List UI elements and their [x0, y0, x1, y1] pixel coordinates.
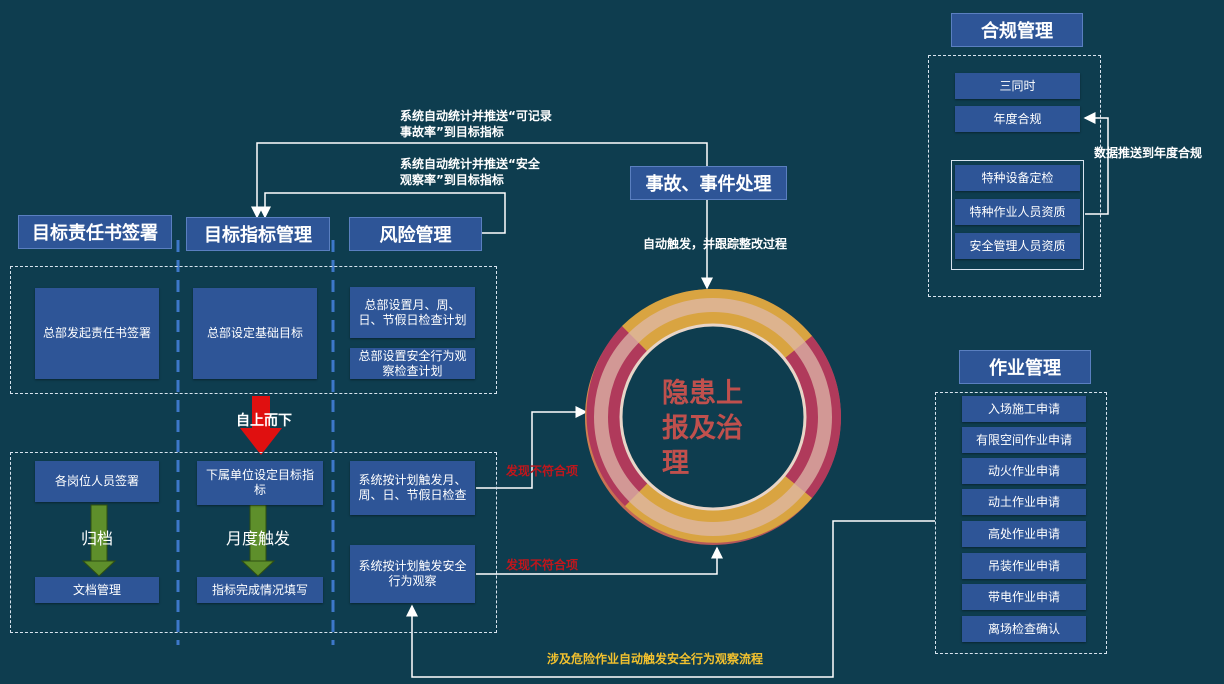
compliance-sub-item: 特种作业人员资质: [955, 199, 1080, 225]
fill-box: 指标完成情况填写: [197, 577, 323, 603]
noncompliant2-arrow: [476, 546, 723, 575]
operation-item: 入场施工申请: [962, 396, 1086, 422]
push2-arrow: [259, 192, 506, 234]
header-accident: 事故、事件处理: [630, 166, 787, 200]
center-text: 隐患上报及治理: [662, 378, 743, 480]
staff-sign-box: 各岗位人员签署: [35, 461, 159, 502]
hazard-ring: [585, 288, 841, 545]
header-compliance: 合规管理: [951, 13, 1083, 47]
compliance-sub-item: 安全管理人员资质: [955, 233, 1080, 259]
dangerous-flow-label: 涉及危险作业自动触发安全行为观察流程: [547, 652, 764, 666]
trigger-check-box: 系统按计划触发月、周、日、节假日检查: [350, 461, 475, 515]
header-risk: 风险管理: [349, 217, 482, 251]
risk-plan2-box: 总部设置安全行为观察检查计划: [350, 348, 475, 379]
operation-item: 离场检查确认: [962, 616, 1086, 642]
top-down-label: 自上而下: [236, 413, 292, 429]
auto-trigger-label: 自动触发，并跟踪整改过程: [643, 237, 788, 251]
bottom-region: [10, 452, 497, 633]
header-target-indicator: 目标指标管理: [186, 217, 330, 251]
operation-item: 动火作业申请: [962, 458, 1086, 484]
dangerous-flow-arrow: [406, 520, 935, 678]
operation-item: 动土作业申请: [962, 489, 1086, 515]
risk-plan1-box: 总部设置月、周、日、节假日检查计划: [350, 287, 475, 338]
operation-item: 高处作业申请: [962, 521, 1086, 547]
noncompliant1-label: 发现不符合项: [506, 464, 579, 478]
push2-label: 系统自动统计并推送“安全观察率”到目标指标: [400, 157, 540, 188]
compliance-item: 三同时: [955, 73, 1080, 99]
trigger-obs-box: 系统按计划触发安全行为观察: [350, 545, 475, 603]
compliance-region: [928, 55, 1101, 297]
operation-region: [935, 392, 1107, 654]
operation-item: 带电作业申请: [962, 584, 1086, 610]
compliance-sub-region: [951, 160, 1084, 270]
push1-label: 系统自动统计并推送“可记录事故率”到目标指标: [400, 109, 552, 140]
operation-item: 吊装作业申请: [962, 553, 1086, 579]
noncompliant2-label: 发现不符合项: [506, 558, 579, 572]
header-operation: 作业管理: [959, 350, 1091, 384]
archive-label: 归档: [81, 529, 114, 548]
compliance-sub-item: 特种设备定检: [955, 165, 1080, 191]
data-push-label: 数据推送到年度合规: [1094, 146, 1203, 160]
monthly-label: 月度触发: [226, 529, 291, 548]
hq-sign-box: 总部发起责任书签署: [35, 288, 159, 379]
operation-item: 有限空间作业申请: [962, 427, 1086, 453]
doc-mgmt-box: 文档管理: [35, 577, 159, 603]
hq-target-box: 总部设定基础目标: [193, 288, 317, 379]
data-push-arrow: [1083, 112, 1109, 215]
monthly-green-arrow: [240, 504, 276, 577]
archive-green-arrow: [81, 504, 117, 577]
compliance-item: 年度合规: [955, 106, 1080, 132]
sub-target-box: 下属单位设定目标指标: [197, 461, 323, 505]
top-down-red-arrow: [240, 396, 282, 455]
header-target-responsibility: 目标责任书签署: [18, 215, 172, 249]
noncompliant1-arrow: [476, 406, 588, 489]
top-region: [10, 266, 497, 394]
